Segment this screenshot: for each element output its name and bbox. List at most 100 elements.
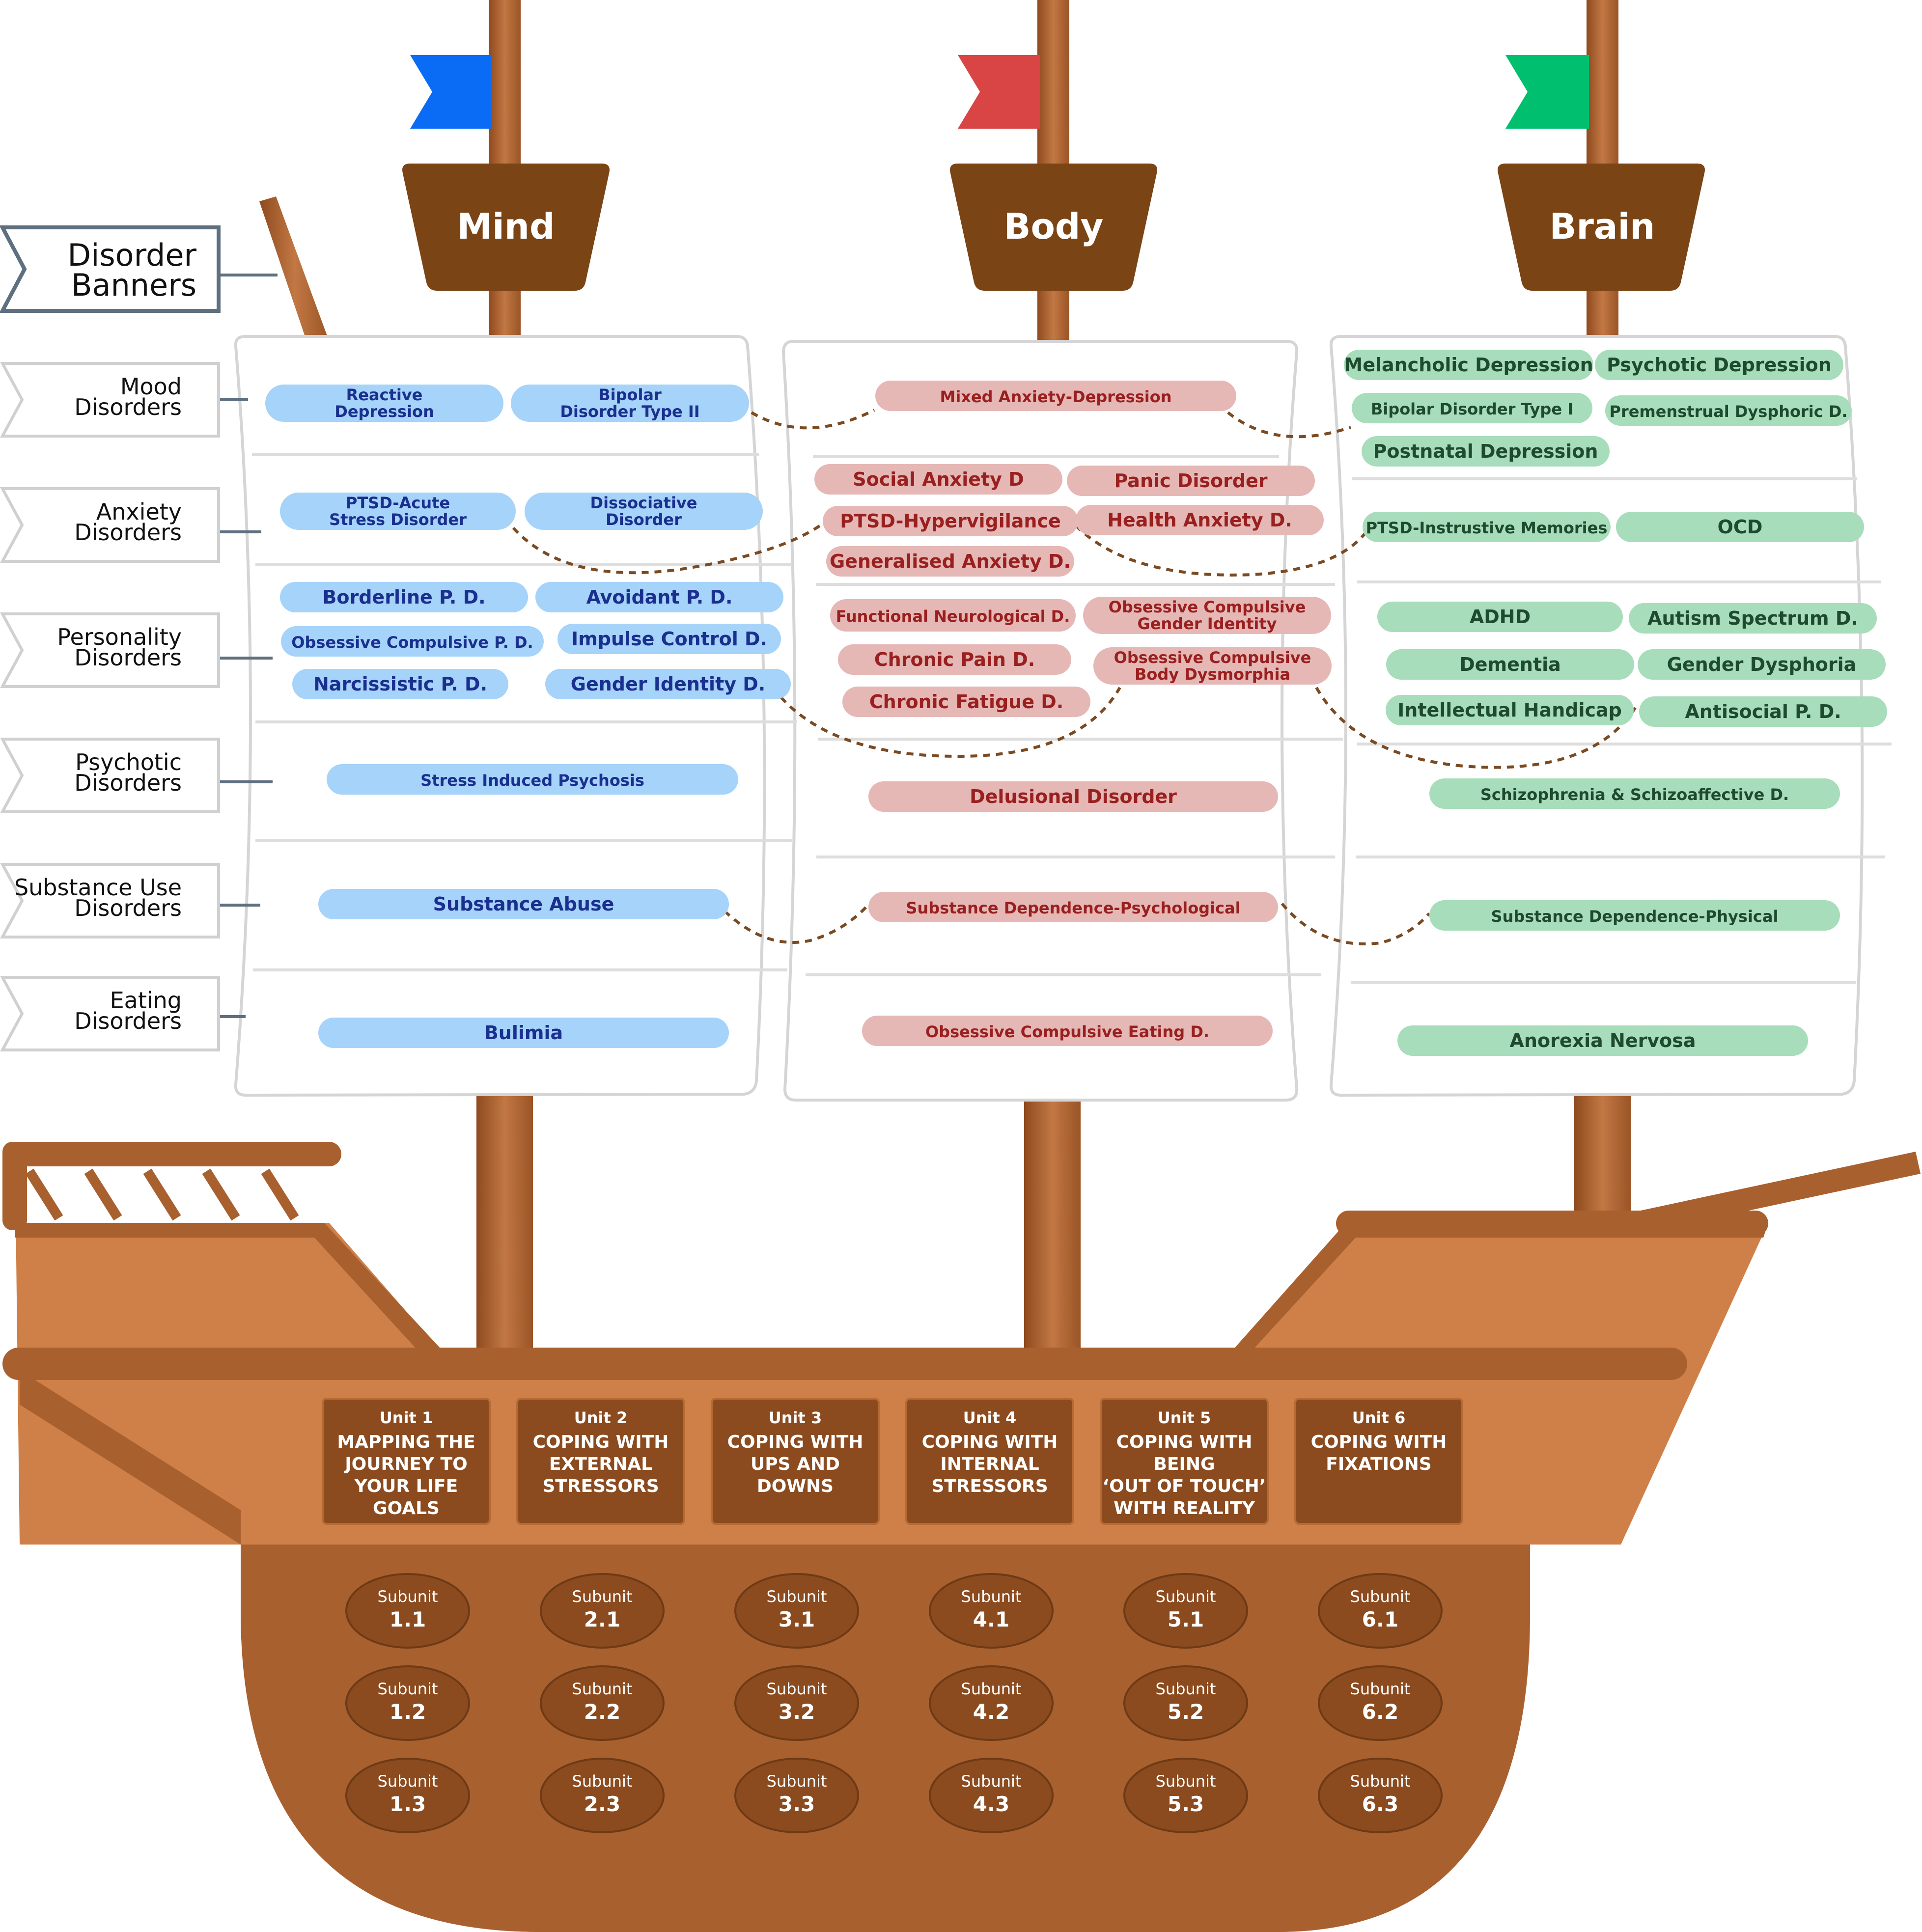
body-sail <box>781 340 1299 1102</box>
subunit-label: Subunit <box>1350 1587 1411 1606</box>
subunit-label: Subunit <box>378 1680 438 1698</box>
brain-pill-label: Gender Dysphoria <box>1667 654 1857 675</box>
body-pill-label: Chronic Pain D. <box>874 649 1035 670</box>
banner-connectors <box>220 274 278 1018</box>
brain-pill-label: Premenstrual Dysphoric D. <box>1609 402 1847 421</box>
body-pill-label: Panic Disorder <box>1114 470 1267 492</box>
brain-pill-label: Dementia <box>1459 654 1561 675</box>
body-pill-mixed-anxiety-depression: Mixed Anxiety-Depression <box>875 381 1236 411</box>
brain-pill-melancholic-depression: Melancholic Depression <box>1344 350 1593 380</box>
unit-title-line: INTERNAL <box>940 1454 1039 1474</box>
body-pill-label: Mixed Anxiety-Depression <box>940 387 1172 406</box>
brain-pill-ptsd-instrustive-memories: PTSD-Instrustive Memories <box>1363 512 1611 542</box>
subunit-label: Subunit <box>961 1587 1022 1606</box>
mind-pill-label: Substance Abuse <box>433 893 614 915</box>
mind-pill-obsessive-compulsive-p-d: Obsessive Compulsive P. D. <box>281 626 544 657</box>
brain-pill-antisocial-p-d: Antisocial P. D. <box>1639 696 1887 727</box>
subunit-label: Subunit <box>378 1772 438 1791</box>
mind-pill-label: Disorder Type II <box>560 402 699 421</box>
mind-pill-label: Obsessive Compulsive P. D. <box>291 633 533 652</box>
body-pill-label: Obsessive Compulsive <box>1114 648 1311 667</box>
body-pill-substance-dependence-psychological: Substance Dependence-Psychological <box>868 892 1278 922</box>
subunit-number: 3.1 <box>779 1607 815 1631</box>
brain-pill-label: OCD <box>1718 516 1763 538</box>
body-pill-label: Health Anxiety D. <box>1107 509 1292 531</box>
subunit-label: Subunit <box>767 1587 827 1606</box>
mind-title: Mind <box>457 206 555 247</box>
mind-pill-label: Bulimia <box>484 1022 563 1044</box>
subunit-label: Subunit <box>1156 1680 1216 1698</box>
mind-sail <box>234 335 766 1097</box>
mind-pill-label: Borderline P. D. <box>322 586 485 608</box>
mind-flag <box>410 55 491 129</box>
sail-dividers <box>252 453 1892 984</box>
mind-pill-label: Bipolar <box>598 386 662 404</box>
unit-title-line: EXTERNAL <box>549 1454 652 1474</box>
brain-pill-label: Schizophrenia & Schizoaffective D. <box>1480 785 1789 804</box>
category-banners: MoodDisordersAnxietyDisordersPersonality… <box>0 362 220 1051</box>
subunit-number: 1.3 <box>390 1792 426 1816</box>
unit-title-line: COPING WITH <box>1116 1432 1253 1452</box>
brain-pill-label: ADHD <box>1470 606 1531 628</box>
subunit-label: Subunit <box>572 1772 633 1791</box>
disorder-banners-header: Disorder Banners <box>0 225 221 313</box>
body-flag <box>958 55 1040 129</box>
mind-pill-label: PTSD-Acute <box>346 494 450 512</box>
brain-pill-autism-spectrum-d: Autism Spectrum D. <box>1629 603 1877 634</box>
mind-pill-label: Narcissistic P. D. <box>313 673 487 695</box>
body-pill-label: Body Dysmorphia <box>1135 665 1290 684</box>
body-pill-label: Social Anxiety D <box>853 469 1024 490</box>
subunit-label: Subunit <box>767 1772 827 1791</box>
brain-pill-substance-dependence-physical: Substance Dependence-Physical <box>1429 900 1840 931</box>
category-label-line: Psychotic <box>75 749 182 775</box>
banner-title-line-2: Banners <box>71 267 196 303</box>
mind-sign <box>402 164 610 291</box>
subunit-number: 5.1 <box>1168 1607 1204 1631</box>
unit-title-line: ‘OUT OF TOUCH’ <box>1103 1476 1266 1496</box>
body-pill-label: Chronic Fatigue D. <box>869 691 1063 713</box>
subunit-label: Subunit <box>378 1587 438 1606</box>
subunit-label: Subunit <box>961 1772 1022 1791</box>
unit-title-line: COPING WITH <box>727 1432 864 1452</box>
unit-number: Unit 5 <box>1158 1408 1211 1427</box>
brain-pill-psychotic-depression: Psychotic Depression <box>1595 350 1843 380</box>
mind-pill-label: Avoidant P. D. <box>586 586 733 608</box>
body-pill-label: Functional Neurological D. <box>836 607 1070 626</box>
unit-title-line: STRESSORS <box>931 1476 1048 1496</box>
mind-pill-label: Gender Identity D. <box>571 673 765 695</box>
body-pill-ptsd-hypervigilance: PTSD-Hypervigilance <box>823 506 1078 536</box>
unit-title-line: GOALS <box>373 1498 440 1518</box>
unit-title-line: COPING WITH <box>533 1432 669 1452</box>
mind-pill-label: Depression <box>334 402 434 421</box>
category-label-line: Disorders <box>74 394 182 420</box>
brain-pill-label: Substance Dependence-Physical <box>1491 907 1779 926</box>
subunit-number: 6.1 <box>1362 1607 1398 1631</box>
category-label-line: Disorders <box>74 895 182 921</box>
category-label-line: Anxiety <box>96 498 182 525</box>
unit-number: Unit 4 <box>963 1408 1016 1427</box>
banner-title-line-1: Disorder <box>67 237 196 273</box>
body-pill-chronic-pain-d: Chronic Pain D. <box>838 644 1071 675</box>
subunit-number: 1.1 <box>390 1607 426 1631</box>
body-pill-label: Obsessive Compulsive Eating D. <box>925 1022 1209 1041</box>
